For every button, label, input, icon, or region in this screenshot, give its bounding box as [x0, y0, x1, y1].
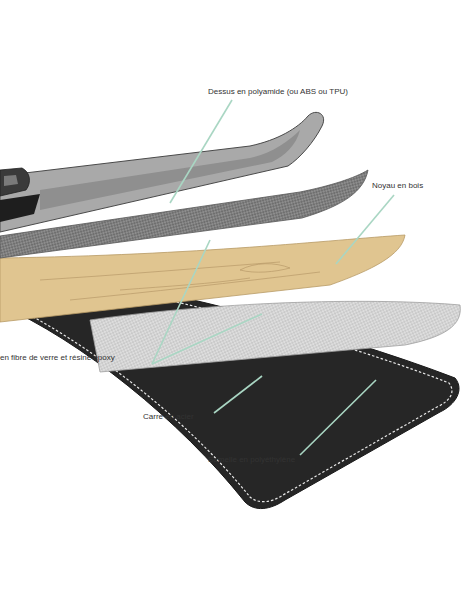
binding-detail	[4, 175, 18, 186]
binding	[0, 168, 29, 196]
part-label: Semelle en polyéthylène	[208, 455, 295, 465]
leader-lines	[152, 100, 394, 455]
part-label: Carre en acier	[143, 412, 194, 422]
top-sheet-inner	[40, 130, 300, 210]
top-sheet	[0, 112, 324, 232]
part-label: en fibre de verre et résine époxy	[0, 353, 115, 363]
binding-part	[0, 194, 40, 222]
fiberglass-lower	[90, 301, 460, 372]
part-label: Noyau en bois	[372, 181, 423, 191]
wood-grain	[40, 262, 320, 300]
part-label: Dessus en polyamide (ou ABS ou TPU)	[208, 87, 348, 97]
